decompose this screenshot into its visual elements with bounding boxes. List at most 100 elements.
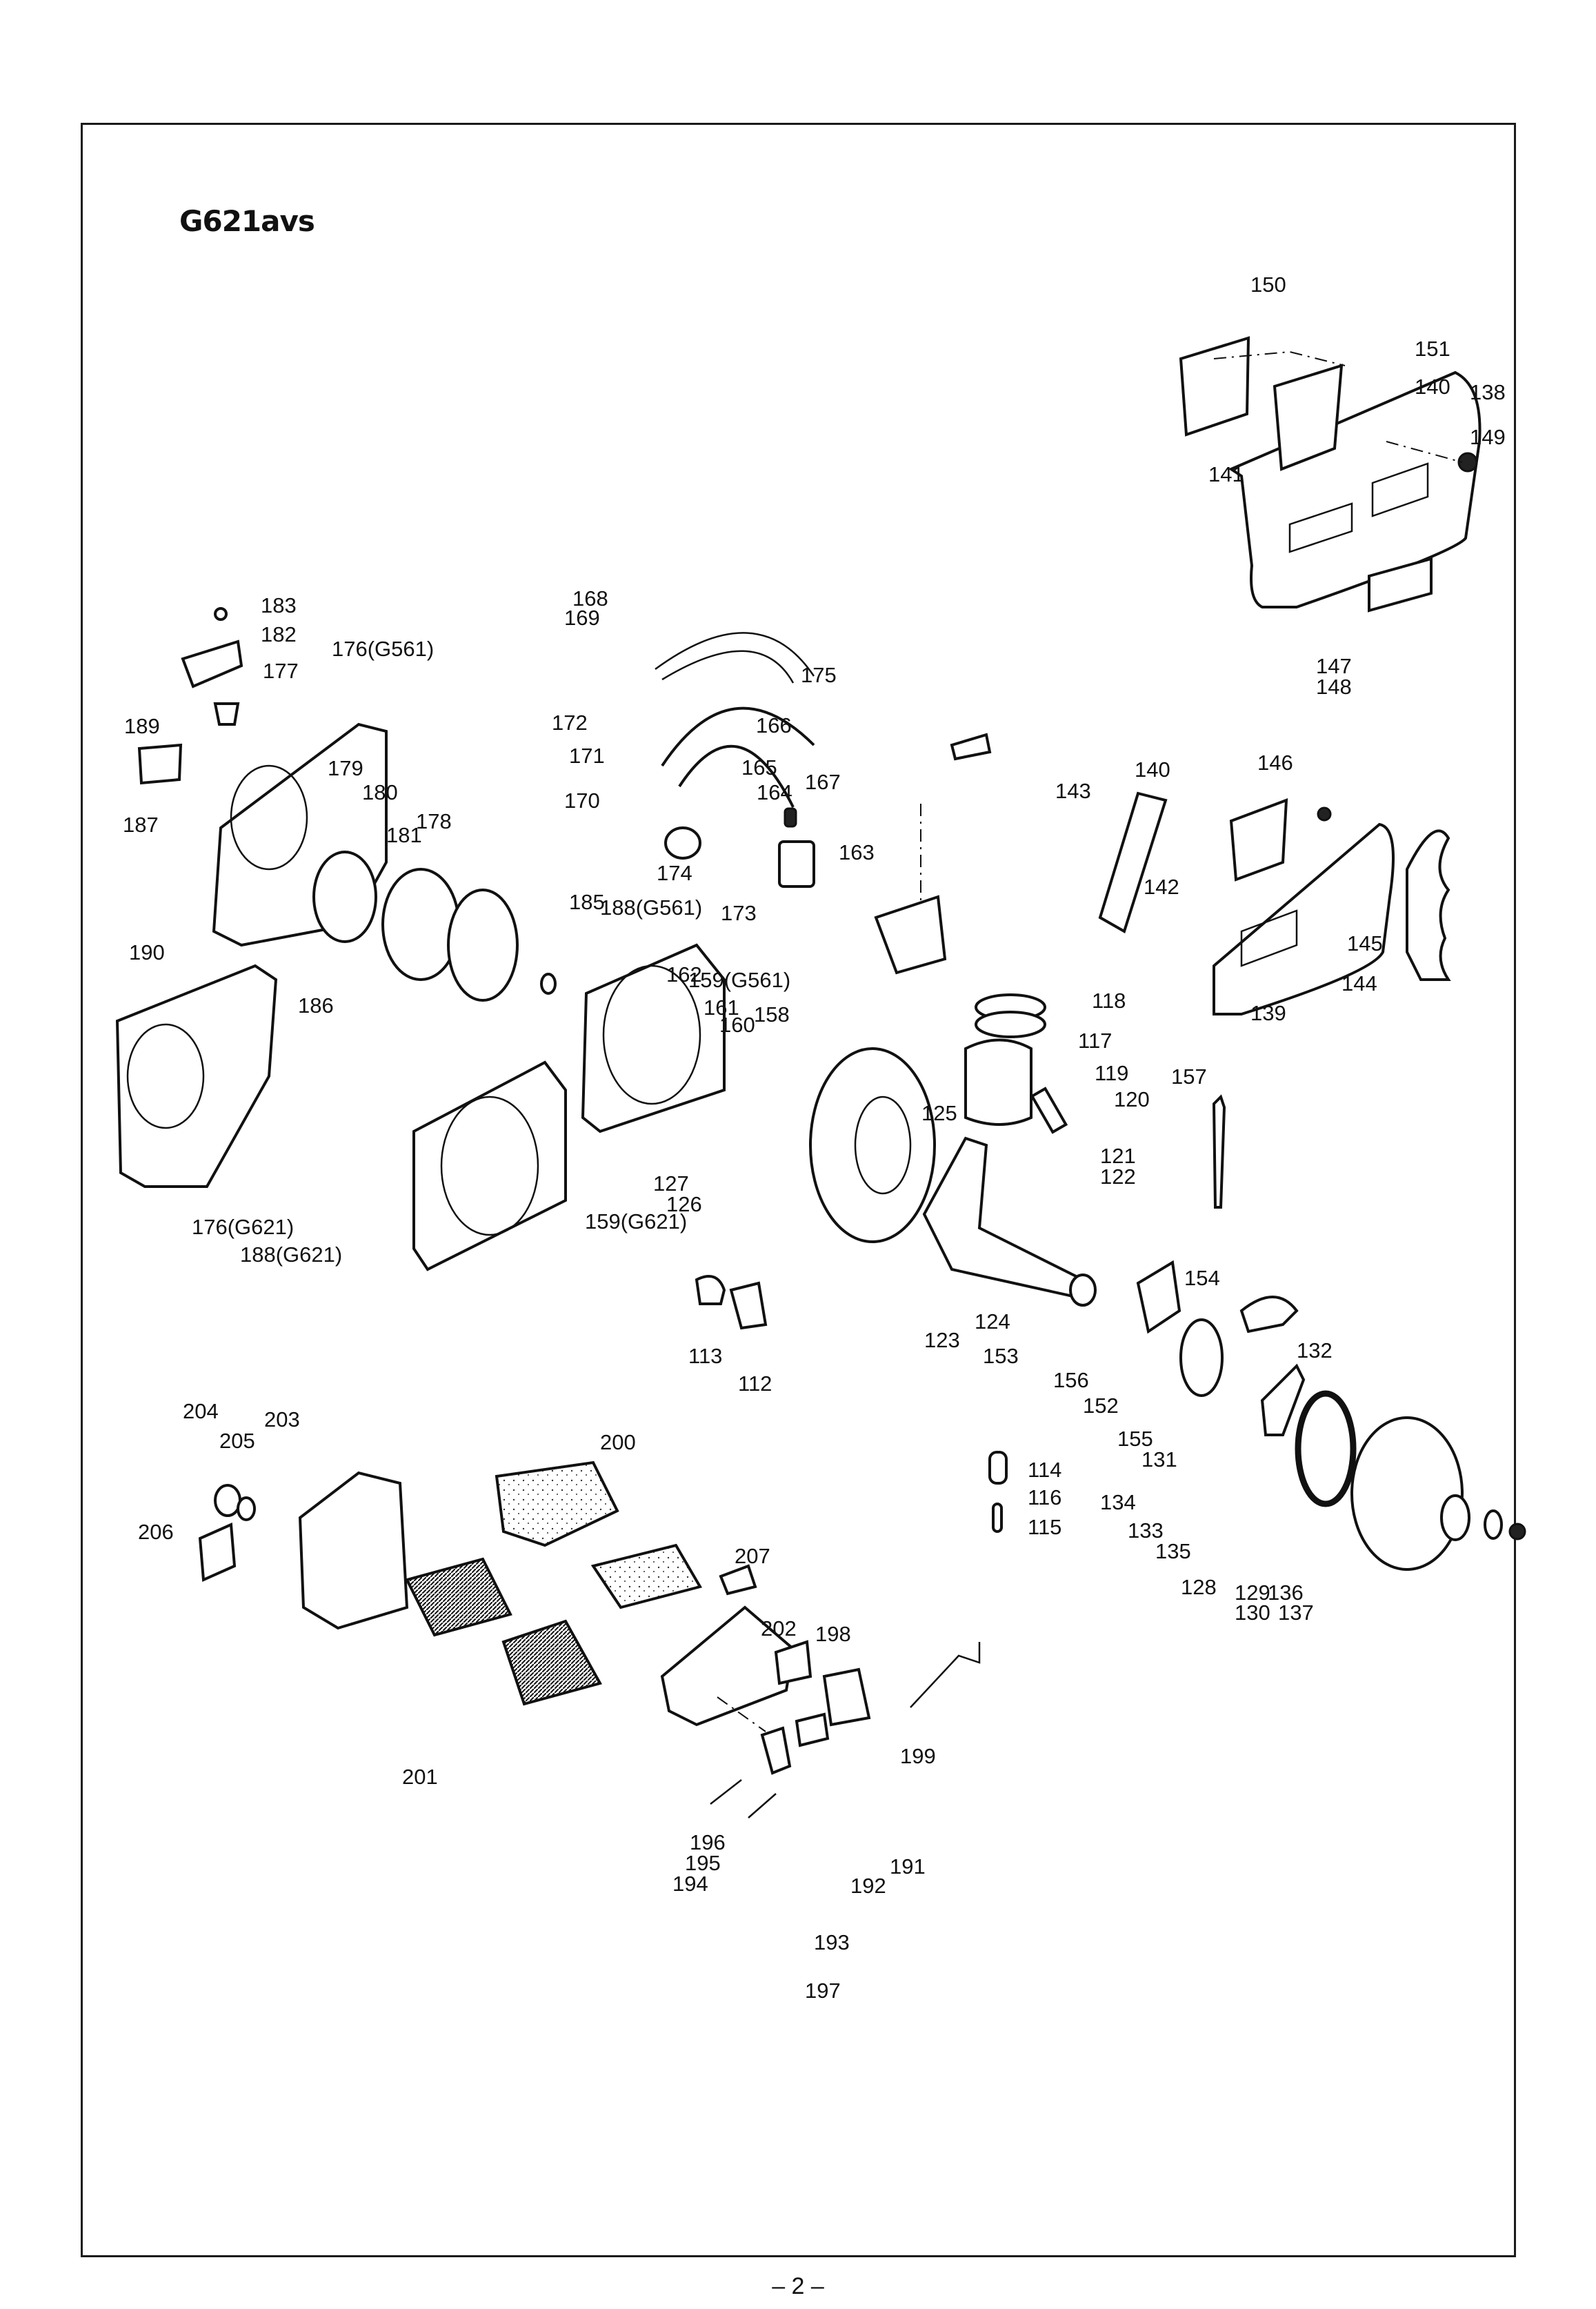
switch-175 <box>950 733 992 761</box>
callout-187: 187 <box>123 813 159 837</box>
piston-pin-119 <box>1030 1087 1068 1134</box>
washer-136 <box>1484 1509 1503 1540</box>
callout-145: 145 <box>1347 931 1383 955</box>
oil-seal-124 <box>1069 1274 1097 1307</box>
callout-155: 155 <box>1117 1427 1153 1451</box>
callout-124: 124 <box>975 1309 1010 1334</box>
choke-207 <box>719 1564 757 1596</box>
piston-ring-118b <box>975 1011 1046 1038</box>
guide-143 <box>1098 791 1168 933</box>
callout-151: 151 <box>1415 337 1450 361</box>
chain-cover-139 <box>1098 791 1451 1015</box>
callout-158: 158 <box>754 1002 790 1027</box>
callout-183: 183 <box>261 593 297 617</box>
engine-core <box>695 993 1526 1571</box>
callout-140: 140 <box>1415 375 1450 399</box>
callout-190: 190 <box>129 940 165 964</box>
callout-119: 119 <box>1095 1061 1129 1085</box>
flywheel-158 <box>809 1047 936 1243</box>
callout-206: 206 <box>138 1520 174 1544</box>
callout-198: 198 <box>815 1622 851 1646</box>
tube-112 <box>729 1281 768 1330</box>
callout-112: 112 <box>738 1371 772 1396</box>
callout-167: 167 <box>805 770 841 794</box>
callout-126: 126 <box>666 1192 702 1216</box>
callout-125: 125 <box>921 1101 957 1125</box>
callout-152: 152 <box>1083 1394 1119 1418</box>
callout-159-g561: 159(G561) <box>688 968 791 992</box>
starter-cover-176-g561 <box>137 607 557 1002</box>
callout-171: 171 <box>569 744 605 768</box>
bracket-163 <box>874 895 947 975</box>
callout-188-g621: 188(G621) <box>240 1242 343 1267</box>
callout-156: 156 <box>1053 1368 1089 1392</box>
callout-157: 157 <box>1171 1064 1207 1089</box>
callout-189: 189 <box>124 714 160 738</box>
callout-179: 179 <box>328 756 363 780</box>
ignition-parts <box>655 632 992 975</box>
air-filter-assembly <box>198 1460 795 1727</box>
callout-122: 122 <box>1100 1165 1136 1189</box>
callout-150: 150 <box>1250 272 1286 297</box>
clutch-shoe-132 <box>1239 1296 1299 1334</box>
callout-161: 161 <box>704 995 739 1020</box>
callout-172: 172 <box>552 711 588 735</box>
spring-179 <box>312 851 377 943</box>
callout-131: 131 <box>1141 1447 1177 1471</box>
callout-188-g561: 188(G561) <box>600 895 703 920</box>
callout-113: 113 <box>688 1344 723 1368</box>
callout-115: 115 <box>1028 1515 1062 1539</box>
callout-162: 162 <box>666 962 702 987</box>
pin-114 <box>988 1451 1008 1485</box>
callout-147: 147 <box>1316 654 1352 678</box>
callout-129: 129 <box>1235 1580 1270 1605</box>
crankshaft-123 <box>922 1136 1077 1299</box>
washer-131 <box>1179 1318 1224 1397</box>
callout-133: 133 <box>1128 1518 1164 1543</box>
callout-174: 174 <box>657 861 692 885</box>
callout-200: 200 <box>600 1430 636 1454</box>
page-number: – 2 – <box>772 2273 824 2299</box>
callout-137: 137 <box>1278 1601 1314 1625</box>
callout-130: 130 <box>1235 1601 1270 1625</box>
callout-164: 164 <box>757 780 792 804</box>
bolt-194 <box>710 1779 742 1805</box>
callout-180: 180 <box>362 780 398 804</box>
bar-plate-140b <box>1229 798 1288 882</box>
callout-195: 195 <box>685 1851 721 1875</box>
callout-153: 153 <box>983 1344 1019 1368</box>
callout-204: 204 <box>183 1399 219 1423</box>
callout-185: 185 <box>569 890 605 914</box>
air-box-202 <box>660 1605 795 1727</box>
callout-138: 138 <box>1470 380 1506 404</box>
fan-housing-188 <box>412 943 726 1271</box>
callout-143: 143 <box>1055 779 1091 803</box>
callout-203: 203 <box>264 1407 300 1431</box>
spring-case-180 <box>381 868 460 981</box>
plug-cap-170 <box>664 826 701 860</box>
callout-149: 149 <box>1470 425 1506 449</box>
callout-140b: 140 <box>1135 757 1170 782</box>
callout-148: 148 <box>1316 675 1352 699</box>
callout-192: 192 <box>850 1874 886 1898</box>
callout-114: 114 <box>1028 1458 1062 1482</box>
page-border <box>81 123 1516 2257</box>
callout-169: 169 <box>564 606 600 630</box>
callout-165: 165 <box>741 755 777 780</box>
filter-200a <box>495 1460 619 1547</box>
clutch-drum-128 <box>1350 1416 1464 1571</box>
ignition-coil-164 <box>778 840 815 888</box>
callout-123: 123 <box>924 1328 960 1352</box>
callout-136: 136 <box>1268 1580 1304 1605</box>
callout-197: 197 <box>805 1979 841 2003</box>
handle-182 <box>181 640 243 688</box>
pulley-178 <box>447 889 519 1002</box>
callout-170: 170 <box>564 789 600 813</box>
starter-cover-176-g621 <box>115 964 278 1188</box>
model-title: G621avs <box>179 204 315 238</box>
callout-193: 193 <box>814 1930 850 1954</box>
callout-199: 199 <box>900 1744 936 1768</box>
callout-176-g561: 176(G561) <box>332 637 435 661</box>
bar-plate-140 <box>1273 364 1344 471</box>
